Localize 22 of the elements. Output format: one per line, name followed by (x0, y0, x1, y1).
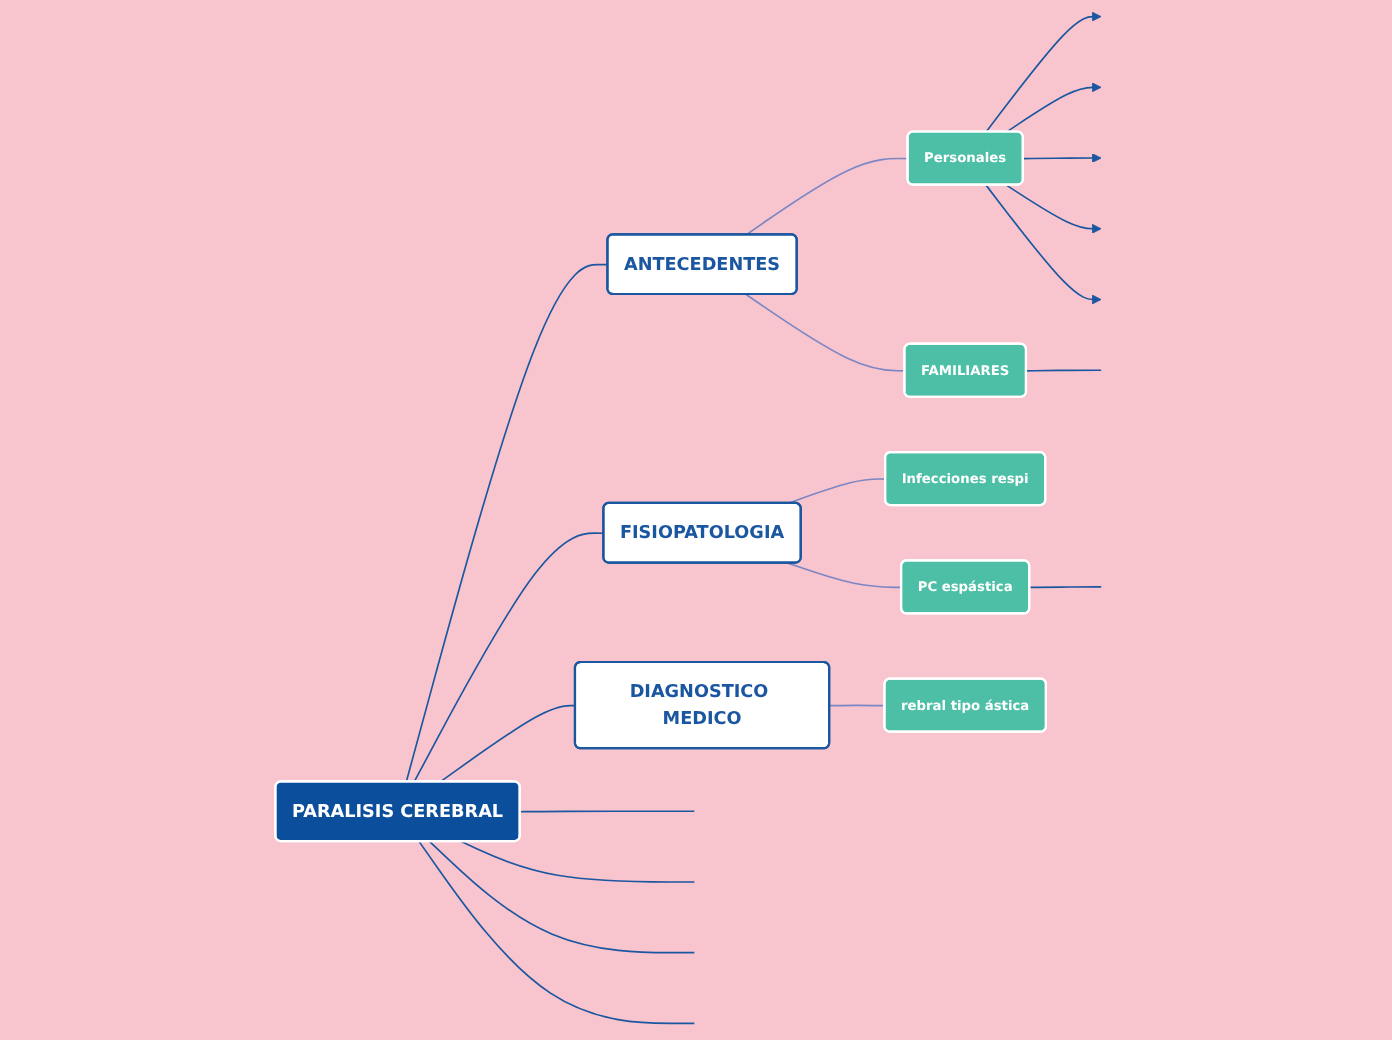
arrow (985, 184, 1102, 305)
arrow (1005, 82, 1102, 133)
connector-line (1028, 586, 1102, 589)
connector-line (428, 840, 696, 954)
arrow (1005, 184, 1102, 234)
connector-line (439, 704, 577, 783)
topic-box: DIAGNOSTICO MEDICO (573, 660, 831, 750)
topic-box: ANTECEDENTES (606, 233, 798, 296)
connector-line (413, 532, 605, 783)
connector-line (519, 810, 696, 813)
connector-line (405, 263, 609, 783)
topic-box: FISIOPATOLOGIA (602, 501, 802, 564)
arrow (1022, 153, 1102, 163)
connector-line (745, 293, 906, 372)
connector-line (828, 704, 886, 707)
arrow (985, 11, 1102, 133)
connector-line (460, 840, 696, 883)
connector-line (745, 157, 909, 236)
connector-line (1025, 369, 1102, 372)
central-topic: PARALISIS CEREBRAL (274, 780, 521, 843)
connector-line (418, 840, 696, 1025)
connector-line (787, 562, 903, 589)
